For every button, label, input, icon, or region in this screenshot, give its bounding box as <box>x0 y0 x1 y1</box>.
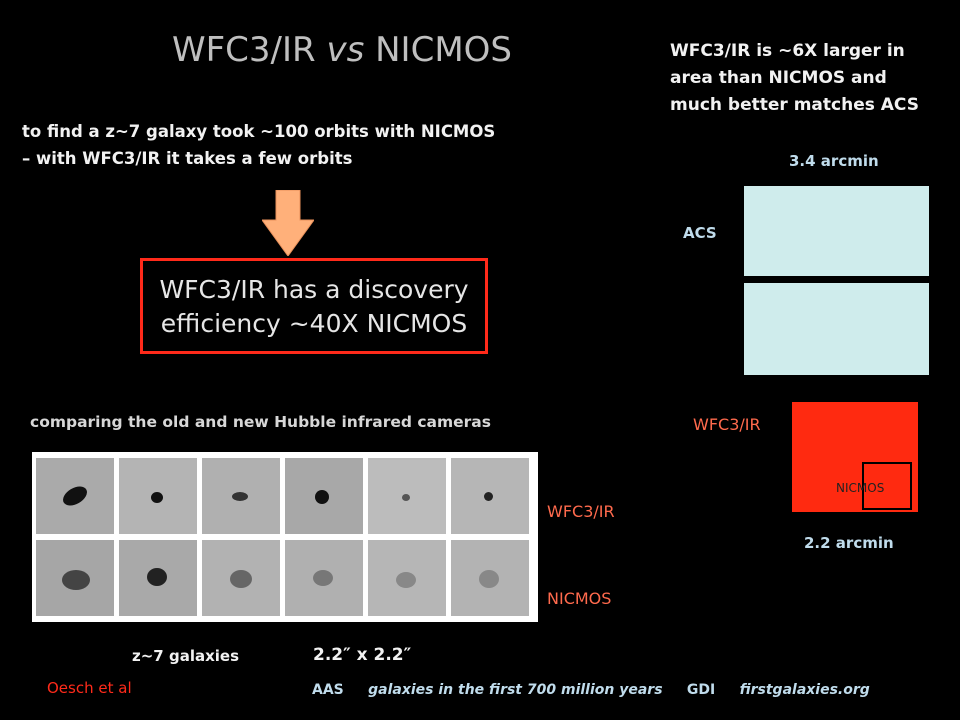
wfc3-thumb-5 <box>368 458 446 534</box>
nicmos-thumb-5 <box>368 540 446 616</box>
title-rest: NICMOS <box>375 30 513 70</box>
acs-size-label: 3.4 arcmin <box>789 152 879 170</box>
nicmos-thumb-4 <box>285 540 363 616</box>
nicmos-thumb-6 <box>451 540 529 616</box>
wfc3-thumb-4 <box>285 458 363 534</box>
footer-gdi: GDI <box>686 682 716 698</box>
row-label-nicmos: NICMOS <box>547 589 612 608</box>
acs-chip-top <box>744 186 929 276</box>
credit: Oesch et al <box>47 679 132 697</box>
caption-galaxies: z~7 galaxies <box>132 647 239 665</box>
wfc3-thumb-1 <box>36 458 114 534</box>
efficiency-line-1: WFC3/IR has a discovery <box>159 275 469 304</box>
nicmos-thumb-1 <box>36 540 114 616</box>
nicmos-thumb-2 <box>119 540 197 616</box>
comparison-label: comparing the old and new Hubble infrare… <box>30 413 491 431</box>
nicmos-footprint <box>862 462 912 510</box>
efficiency-line-2: efficiency ~40X NICMOS <box>160 309 468 338</box>
area-comparison-note: WFC3/IR is ~6X larger in area than NICMO… <box>670 41 919 115</box>
footer-tagline: galaxies in the first 700 million years <box>368 682 663 698</box>
footer: AAS galaxies in the first 700 million ye… <box>312 682 870 698</box>
efficiency-callout: WFC3/IR has a discovery efficiency ~40X … <box>140 258 488 354</box>
finding-line-1: to find a z~7 galaxy took ~100 orbits wi… <box>22 122 496 141</box>
slide-title: WFC3/IR vs NICMOS <box>172 30 512 70</box>
nicmos-thumb-3 <box>202 540 280 616</box>
footer-aas: AAS <box>312 682 344 698</box>
footer-website: firstgalaxies.org <box>739 682 870 698</box>
acs-label: ACS <box>683 224 717 242</box>
title-main: WFC3/IR <box>172 30 316 70</box>
wfc3-thumb-6 <box>451 458 529 534</box>
caption-size: 2.2″ x 2.2″ <box>313 645 412 665</box>
wfc3-thumb-2 <box>119 458 197 534</box>
wfc3-label: WFC3/IR <box>693 415 761 434</box>
row-label-wfc3: WFC3/IR <box>547 502 615 521</box>
title-italic: vs <box>326 30 365 70</box>
wfc3-thumb-3 <box>202 458 280 534</box>
nicmos-footprint-label: NICMOS <box>836 481 885 495</box>
orbit-finding: to find a z~7 galaxy took ~100 orbits wi… <box>22 118 542 172</box>
galaxy-thumbnail-grid <box>32 452 538 622</box>
wfc3-size-label: 2.2 arcmin <box>804 534 894 552</box>
wfc3-footprint <box>792 402 918 512</box>
acs-chip-bottom <box>744 283 929 375</box>
down-arrow-icon <box>262 190 314 256</box>
finding-line-2: – with WFC3/IR it takes a few orbits <box>22 149 353 168</box>
